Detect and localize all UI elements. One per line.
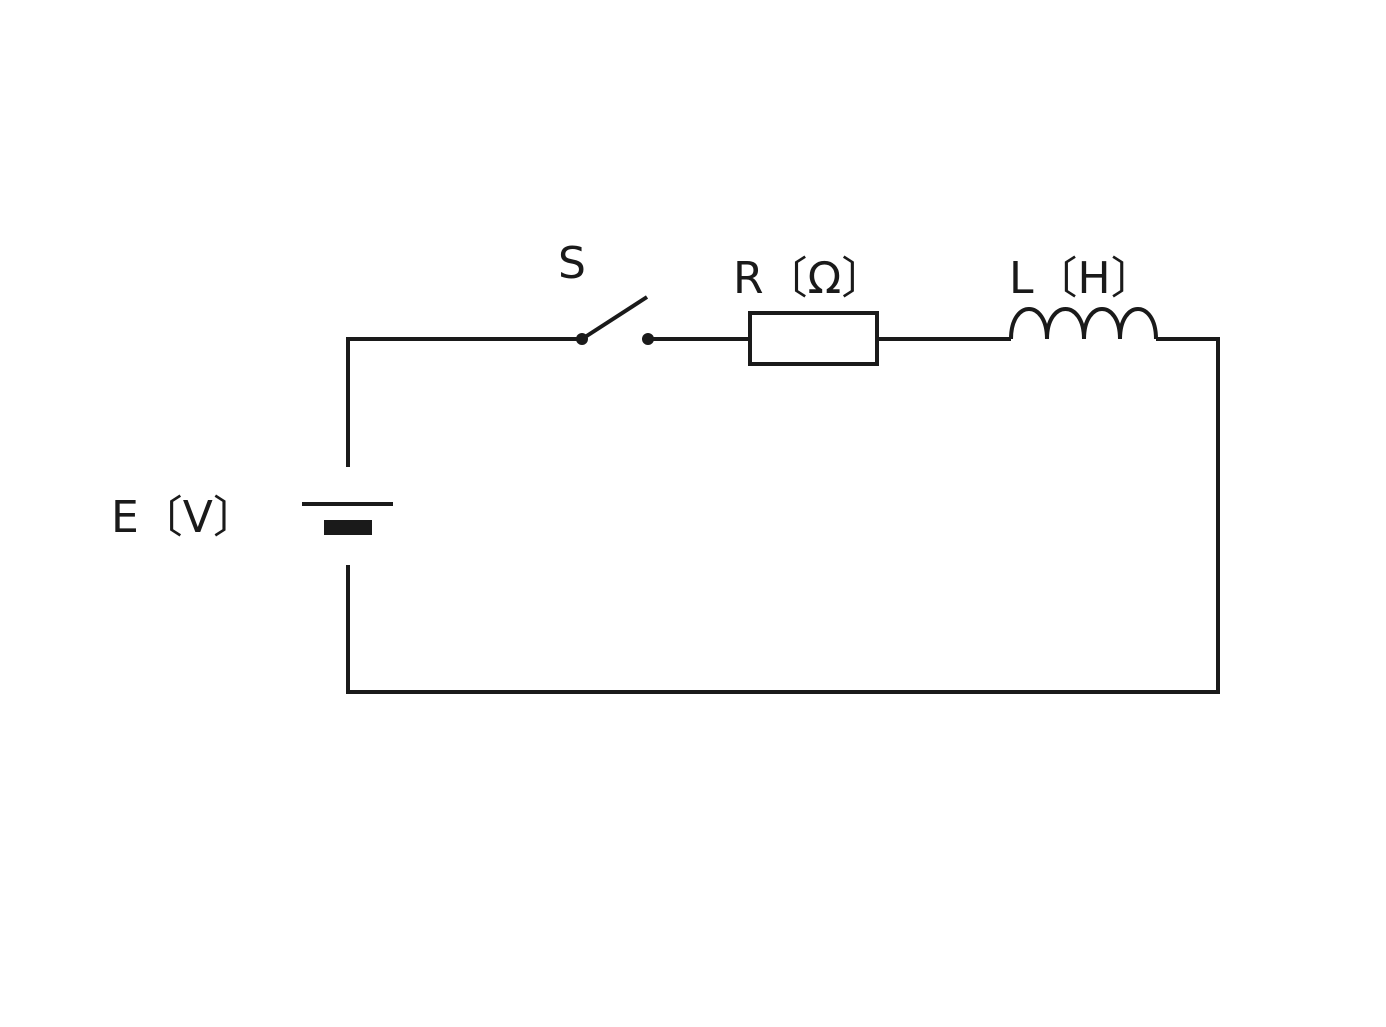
inductor-label: L〔H〕 [1009,253,1155,304]
wire-loop [346,337,1220,694]
resistor-symbol [748,311,879,366]
switch-symbol [576,295,654,345]
battery-symbol [302,502,393,535]
switch-contact [642,333,654,345]
switch-label: S [558,238,586,289]
battery-label: E〔V〕 [111,492,257,543]
battery-negative-plate [324,520,372,535]
wire-left-upper [346,337,498,467]
inductor-symbol [1009,307,1158,340]
resistor-label: R〔Ω〕 [733,253,885,304]
switch-blade [580,295,649,341]
